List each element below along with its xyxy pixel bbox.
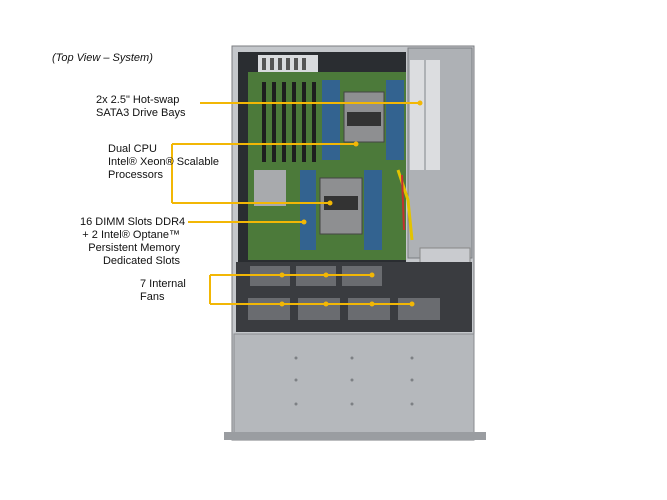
cpu-heatsink-1-label [347, 112, 381, 126]
callout-dimm: 16 DIMM Slots DDR4 + 2 Intel® Optane™ Pe… [80, 216, 186, 268]
callout-cpu-line-2: Intel® Xeon® Scalable [108, 156, 219, 168]
callout-cpu: Dual CPU Intel® Xeon® Scalable Processor… [108, 143, 219, 182]
callout-fans-line-1: 7 Internal [140, 278, 186, 290]
callout-cpu-line-1: Dual CPU [108, 143, 157, 155]
view-caption: (Top View – System) [52, 52, 153, 64]
pcie-slot-brackets [258, 55, 318, 73]
callout-drive-bays-line-2: SATA3 Drive Bays [96, 107, 186, 119]
callout-dimm-line-2: + 2 Intel® Optane™ [82, 229, 180, 241]
callout-dimm-line-3: Persistent Memory [88, 242, 180, 254]
leader-dots [279, 100, 423, 307]
dimm-slots-upper [322, 80, 404, 160]
drive-bay-2 [426, 60, 440, 170]
front-cover [233, 333, 475, 435]
callout-fans-line-2: Fans [140, 291, 165, 303]
callout-dimm-line-4: Dedicated Slots [102, 255, 180, 267]
callout-drive-bays: 2x 2.5" Hot-swap SATA3 Drive Bays [96, 94, 185, 120]
callout-fans: 7 Internal Fans [140, 278, 186, 304]
front-bezel [224, 432, 486, 440]
cabling [396, 169, 414, 241]
chipset-heatsink [254, 170, 286, 206]
leader-lines [171, 102, 420, 305]
drive-bay-1 [410, 60, 424, 170]
dimm-slots-lower [300, 170, 382, 250]
pcie-slots [262, 82, 316, 162]
callout-cpu-line-3: Processors [108, 169, 164, 181]
callout-drive-bays-line-1: 2x 2.5" Hot-swap [96, 94, 180, 106]
cpu-heatsink-2-label [324, 196, 358, 210]
front-cover-screws [294, 356, 414, 406]
callout-dimm-line-1: 16 DIMM Slots DDR4 [80, 216, 186, 228]
